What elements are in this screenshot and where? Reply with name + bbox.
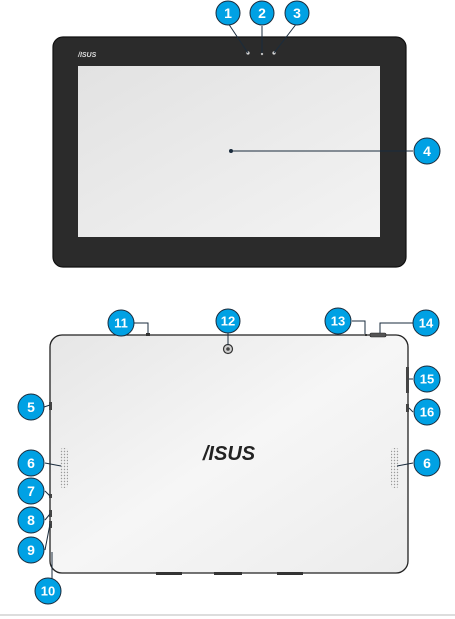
svg-text:3: 3 [293, 5, 301, 21]
front-view: /ISUS 1 2 3 4 [53, 1, 440, 267]
usb-port [49, 510, 52, 517]
volume-button [406, 367, 409, 393]
svg-text:12: 12 [221, 314, 235, 329]
callout-6-right: 6 [414, 450, 440, 476]
callout-12: 12 [216, 309, 240, 333]
svg-text:10: 10 [41, 584, 55, 599]
svg-text:2: 2 [258, 5, 266, 21]
svg-text:1: 1 [224, 5, 232, 21]
svg-text:13: 13 [331, 314, 345, 329]
front-camera-icon [261, 53, 263, 55]
callout-6-left: 6 [18, 450, 44, 476]
rear-logo: /ISUS [202, 443, 256, 465]
callout-4: 4 [414, 138, 440, 164]
callout-3: 3 [285, 1, 309, 25]
callout-15: 15 [414, 366, 440, 392]
svg-text:9: 9 [27, 542, 35, 558]
dock-slot-center [214, 572, 242, 575]
svg-text:7: 7 [27, 483, 35, 499]
callout-7: 7 [18, 478, 44, 504]
svg-text:11: 11 [114, 316, 128, 331]
callout-14: 14 [413, 310, 439, 336]
svg-text:5: 5 [27, 399, 35, 415]
svg-text:15: 15 [420, 372, 434, 387]
microsd-slot [406, 404, 409, 412]
dock-slot-right [277, 572, 303, 575]
callout-8: 8 [18, 507, 44, 533]
power-button [370, 333, 386, 337]
svg-text:14: 14 [419, 316, 434, 331]
callout-2: 2 [250, 1, 274, 25]
callout-10: 10 [35, 578, 61, 604]
dock-slot-left [156, 572, 182, 575]
top-mic-slot [146, 333, 150, 336]
callout-9: 9 [18, 537, 44, 563]
speaker-grill-right [391, 448, 399, 488]
rear-camera-lens [226, 347, 230, 351]
svg-text:16: 16 [420, 405, 434, 420]
svg-text:8: 8 [27, 512, 35, 528]
svg-text:6: 6 [423, 455, 431, 471]
speaker-grill-left [60, 448, 68, 488]
callout-5: 5 [18, 394, 44, 420]
svg-text:4: 4 [423, 143, 431, 159]
headphone-jack [49, 402, 52, 410]
callout-11: 11 [108, 310, 134, 336]
bezel-logo: /ISUS [77, 52, 97, 59]
rear-view: /ISUS 11 12 13 [18, 308, 440, 604]
callout-1: 1 [216, 1, 240, 25]
callout-16: 16 [414, 399, 440, 425]
svg-text:6: 6 [27, 455, 35, 471]
reset-hole [365, 334, 367, 336]
callout-13: 13 [325, 308, 351, 334]
